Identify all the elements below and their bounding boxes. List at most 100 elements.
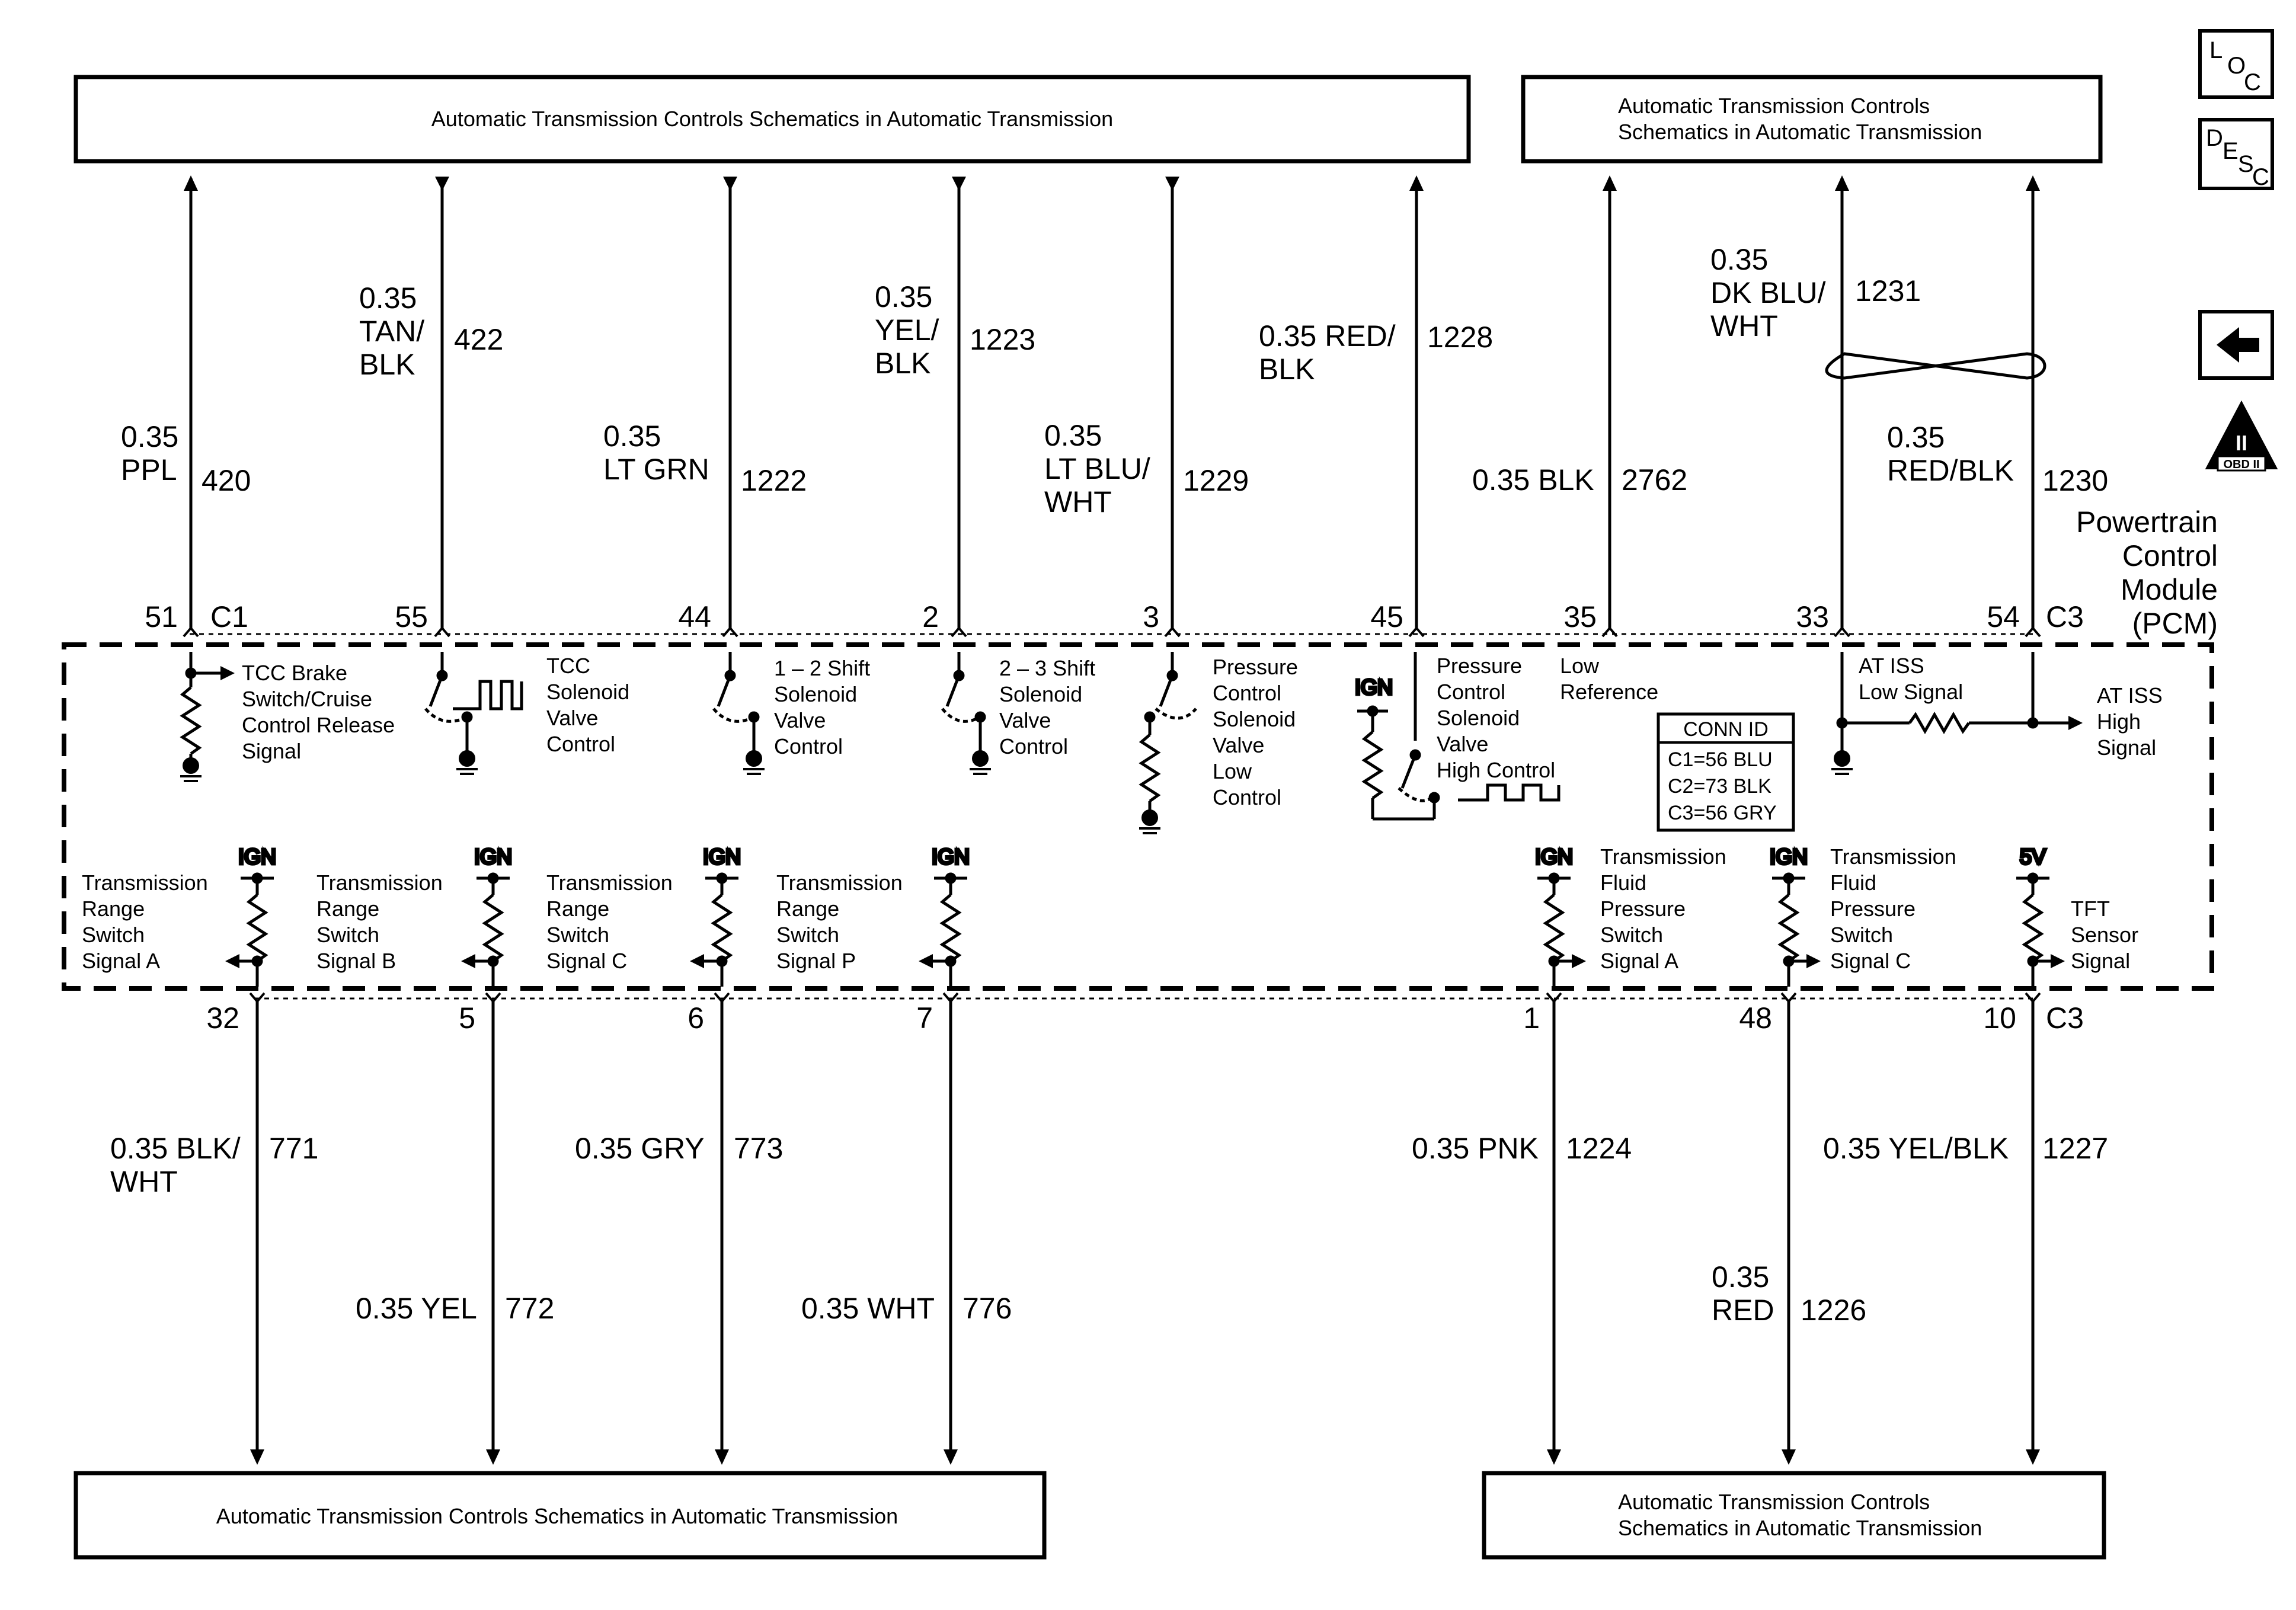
wire-color-label: LT GRN xyxy=(603,453,709,486)
box-top-right[interactable]: Automatic Transmission Controls Schemati… xyxy=(1521,75,2103,164)
signal-label: 2 – 3 Shift xyxy=(999,656,1095,680)
wire-color-label: 0.35 RED/ xyxy=(1259,319,1396,353)
signal-label: Pressure xyxy=(1830,897,1916,921)
circuit-number: 1229 xyxy=(1183,464,1249,497)
pin-number: 48 xyxy=(1739,1001,1772,1035)
wire-color-label: 0.35 xyxy=(359,281,417,315)
wire-color-label: 0.35 PNK xyxy=(1412,1132,1539,1165)
wire-color-label: 0.35 WHT xyxy=(801,1292,935,1325)
conn-id-row: C1=56 BLU xyxy=(1668,748,1773,771)
connector-c1-label: C1 xyxy=(210,600,248,633)
signal-label: AT ISS xyxy=(1859,654,1924,678)
svg-text:C: C xyxy=(2244,69,2261,95)
signal-label: Signal A xyxy=(82,949,160,973)
box-top-left[interactable]: Automatic Transmission Controls Schemati… xyxy=(73,75,1471,164)
wire-color-label: 0.35 xyxy=(1044,419,1102,452)
signal-label: Signal B xyxy=(316,949,396,973)
wire-color-label: 0.35 BLK/ xyxy=(110,1132,241,1165)
signal-label: Solenoid xyxy=(546,680,629,704)
signal-label: Transmission xyxy=(546,870,673,895)
wire-color-label: YEL/ xyxy=(875,313,939,347)
wire-color-label: 0.35 xyxy=(603,420,661,453)
circuit-number: 1224 xyxy=(1566,1132,1632,1165)
location-icon[interactable]: L O C xyxy=(2198,29,2274,99)
signal-label: 1 – 2 Shift xyxy=(774,656,870,680)
wire-color-label: 0.35 xyxy=(1712,1260,1769,1294)
box-bottom-right[interactable]: Automatic Transmission Controls Schemati… xyxy=(1482,1471,2106,1560)
signal-label: Transmission xyxy=(82,870,208,895)
signal-label: Fluid xyxy=(1830,870,1876,895)
back-arrow-icon[interactable] xyxy=(2198,310,2274,380)
circuit-number: 771 xyxy=(269,1132,318,1165)
wire-color-label: WHT xyxy=(1710,309,1778,343)
pin-number: 45 xyxy=(1370,600,1403,633)
signal-label: Pressure xyxy=(1600,897,1686,921)
signal-label: Solenoid xyxy=(999,682,1082,706)
signal-label: Signal P xyxy=(776,949,856,973)
obd-ii-icon[interactable]: II OBD II xyxy=(2205,400,2278,472)
circuit-number: 2762 xyxy=(1622,463,1687,497)
supply-label: IGN xyxy=(932,844,970,869)
signal-label: Low Signal xyxy=(1859,680,1963,704)
bottom-wire[interactable]: 0.35 YEL/BLK 1227 10 xyxy=(1823,992,2108,1465)
ground-icon xyxy=(970,750,991,775)
pin-number: 51 xyxy=(145,600,178,633)
bottom-wire[interactable]: 0.35 BLK/WHT 771 32 xyxy=(110,992,318,1465)
twisted-pair-symbol xyxy=(1825,352,2046,380)
signal-label: Switch xyxy=(82,923,145,947)
circuit-number: 1231 xyxy=(1855,274,1921,308)
supply-label: IGN xyxy=(1355,675,1393,699)
signal-label: Range xyxy=(776,897,839,921)
wire-color-label: BLK xyxy=(359,348,415,381)
signal-label: Switch xyxy=(316,923,379,947)
signal-label: Range xyxy=(316,897,379,921)
signal-label: High xyxy=(2097,709,2141,734)
signal-label: Fluid xyxy=(1600,870,1646,895)
wire-color-label: RED/BLK xyxy=(1887,454,2014,487)
pullup-resistor xyxy=(2016,872,2065,987)
wire-color-label: 0.35 YEL/BLK xyxy=(1823,1132,2009,1165)
pin-number: 10 xyxy=(1983,1001,2016,1035)
ground-icon xyxy=(180,757,202,782)
description-icon[interactable]: D E S C xyxy=(2198,118,2274,190)
signal-label: Sensor xyxy=(2071,923,2138,947)
wire-color-label: 0.35 YEL xyxy=(356,1292,477,1325)
wire-color-label: 0.35 xyxy=(875,280,932,313)
pin-number: 32 xyxy=(206,1001,239,1035)
signal-label: Transmission xyxy=(776,870,903,895)
signal-label: Control xyxy=(1213,681,1281,705)
conn-id-box[interactable]: CONN ID C1=56 BLU C2=73 BLK C3=56 GRY xyxy=(1657,712,1795,832)
wire-color-label: WHT xyxy=(110,1165,178,1198)
wire-color-label: 0.35 xyxy=(1710,243,1768,276)
circuit-number: 1227 xyxy=(2042,1132,2108,1165)
signal-label: Pressure xyxy=(1213,655,1298,679)
wire-color-label: DK BLU/ xyxy=(1710,276,1826,309)
svg-text:II: II xyxy=(2236,431,2247,455)
wire-color-label: 0.35 xyxy=(1887,421,1945,454)
wire-color-label: PPL xyxy=(121,453,177,486)
box-bottom-left[interactable]: Automatic Transmission Controls Schemati… xyxy=(73,1471,1047,1560)
signal-label: Valve xyxy=(1437,732,1488,756)
supply-label: IGN xyxy=(703,844,741,869)
signal-label: Transmission xyxy=(316,870,443,895)
svg-text:S: S xyxy=(2238,151,2254,177)
pin-number: 54 xyxy=(1987,600,2020,633)
wire-color-label: RED xyxy=(1712,1294,1774,1327)
supply-label: 5V xyxy=(2020,844,2046,869)
